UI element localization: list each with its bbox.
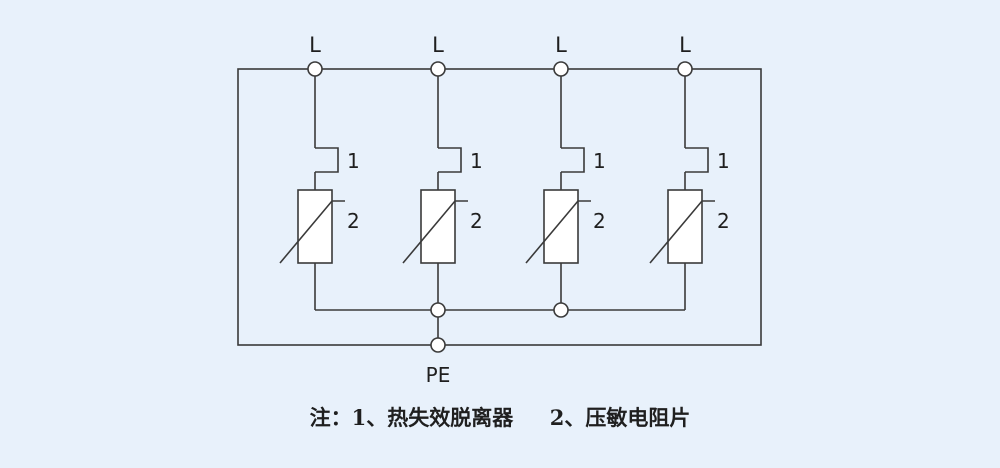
varistor-number-label: 2 (593, 209, 606, 233)
branch: L 1 2 (649, 33, 730, 310)
caption-item-1: 1、热失效脱离器 (351, 405, 514, 430)
pe-terminal-node (430, 337, 446, 353)
line-terminal-node (677, 61, 693, 77)
pe-label: PE (426, 363, 451, 387)
thermal-disconnector-symbol (315, 147, 339, 173)
line-label: L (679, 33, 691, 57)
caption-item-2: 2、压敏电阻片 (549, 405, 691, 430)
varistor-body (543, 189, 579, 264)
line-terminal-node (307, 61, 323, 77)
branch: L 1 2 (279, 33, 360, 310)
thermal-disconnector-symbol (685, 147, 709, 173)
disconnector-number-label: 1 (347, 149, 360, 173)
varistor-diagonal (402, 200, 468, 264)
line-label: L (309, 33, 321, 57)
disconnector-number-label: 1 (717, 149, 730, 173)
varistor-number-label: 2 (347, 209, 360, 233)
line-terminal-node (553, 61, 569, 77)
disconnector-number-label: 1 (593, 149, 606, 173)
varistor-number-label: 2 (717, 209, 730, 233)
varistor-diagonal (525, 200, 591, 264)
bus-node (553, 302, 569, 318)
line-label: L (555, 33, 567, 57)
thermal-disconnector-symbol (561, 147, 585, 173)
line-terminal-node (430, 61, 446, 77)
branch: L 1 2 (402, 33, 483, 310)
outer-frame-rect (237, 68, 762, 346)
varistor-body (297, 189, 333, 264)
thermal-disconnector-symbol (438, 147, 462, 173)
varistor-body (667, 189, 703, 264)
varistor-number-label: 2 (470, 209, 483, 233)
line-label: L (432, 33, 444, 57)
caption-note-prefix: 注： (309, 405, 352, 430)
varistor-diagonal (649, 200, 715, 264)
varistor-body (420, 189, 456, 264)
bus-nodes: PE (426, 302, 569, 387)
varistor-diagonal (279, 200, 345, 264)
disconnector-number-label: 1 (470, 149, 483, 173)
caption: 注：1、热失效脱离器 2、压敏电阻片 (0, 402, 1000, 432)
branches: L 1 2 L 1 2 L 1 2 L 1 2 (279, 33, 730, 310)
branch: L 1 2 (525, 33, 606, 310)
bus-node (430, 302, 446, 318)
